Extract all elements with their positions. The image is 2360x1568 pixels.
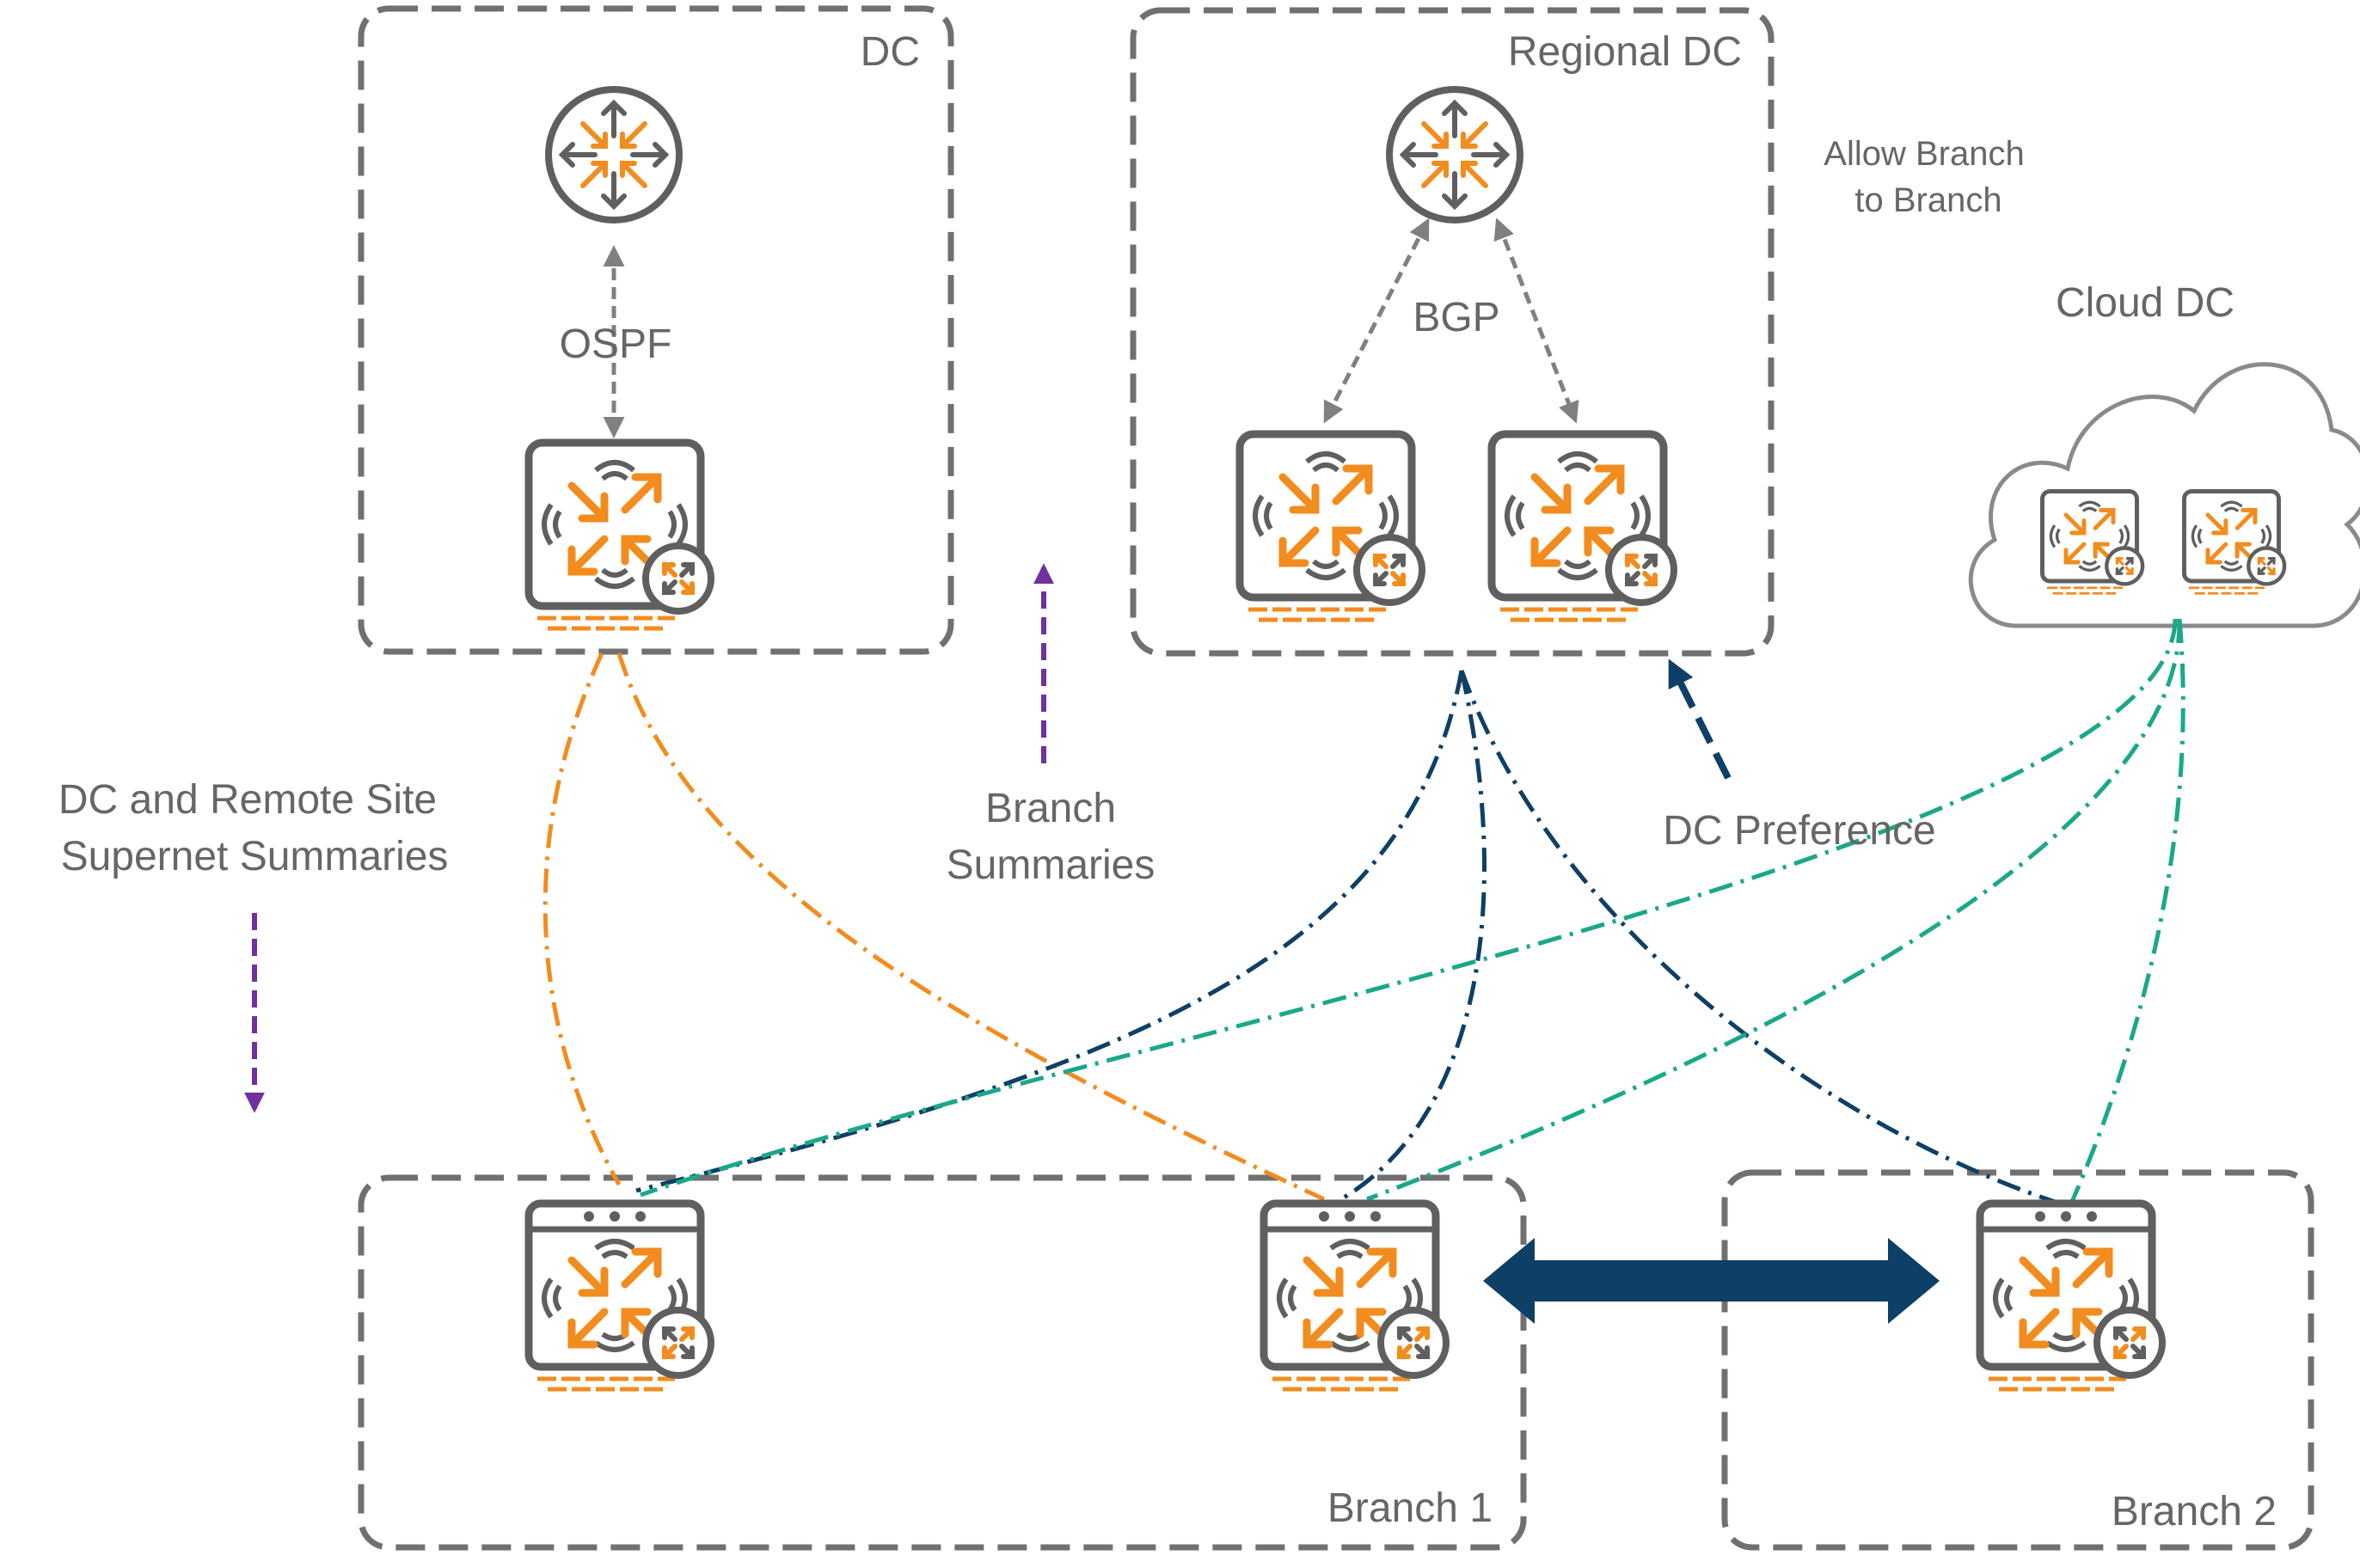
link-rdc-to-branch2 [1459, 670, 2056, 1204]
dc-gateway-icon [529, 443, 711, 628]
zone-label-cloud-dc: Cloud DC [2056, 280, 2234, 326]
zone-branch-1 [358, 1174, 1527, 1551]
zone-label-regional-dc: Regional DC [1508, 29, 1742, 75]
zone-regional-dc [1130, 7, 1775, 657]
ospf-label: OSPF [560, 322, 672, 367]
supernet-summaries-label-line2: Supernet Summaries [61, 834, 449, 879]
branch1-gateway-2-icon [1264, 1204, 1446, 1389]
cloud-gateway-1-icon [2043, 492, 2143, 594]
link-rdc-to-branch1-right [1339, 670, 1486, 1202]
zone-dc [358, 5, 954, 655]
link-cloud-to-branch2 [2069, 618, 2185, 1203]
branch-to-branch-arrow [1483, 1238, 1940, 1324]
branch2-gateway-icon [1980, 1204, 2162, 1389]
link-cloud-to-branch1-left [640, 618, 2178, 1197]
zone-label-dc: DC [861, 29, 920, 75]
dc-preference-arrow [1668, 658, 1732, 780]
link-dc-to-branch1-right [616, 652, 1326, 1202]
allow-b2b-label-line2: to Branch [1854, 181, 2001, 219]
link-rdc-to-branch1-left [635, 670, 1464, 1193]
link-cloud-to-branch1-right [1366, 618, 2182, 1202]
regional-core-router-icon [1389, 89, 1520, 220]
branch1-gateway-1-icon [529, 1204, 711, 1389]
bgp-arrow-left [1323, 217, 1430, 424]
branch-summaries-label-line1: Branch [985, 786, 1116, 831]
branch-summaries-label-line2: Summaries [947, 842, 1155, 888]
allow-b2b-label-line1: Allow Branch [1824, 135, 2024, 173]
cloud-icon [1968, 362, 2360, 628]
regional-gateway-2-icon [1492, 434, 1674, 620]
zone-label-branch-1: Branch 1 [1327, 1485, 1493, 1531]
regional-gateway-1-icon [1240, 434, 1422, 620]
bgp-label: BGP [1413, 295, 1499, 340]
dc-core-router-icon [549, 89, 679, 220]
supernet-summaries-label-line1: DC and Remote Site [58, 777, 437, 823]
link-dc-to-branch1-left [542, 652, 622, 1186]
dc-preference-label: DC Preference [1663, 808, 1935, 854]
cloud-gateway-2-icon [2185, 492, 2285, 594]
bgp-arrow-right [1493, 217, 1579, 424]
zone-branch-2 [1721, 1169, 2314, 1551]
zone-label-branch-2: Branch 2 [2112, 1489, 2277, 1534]
